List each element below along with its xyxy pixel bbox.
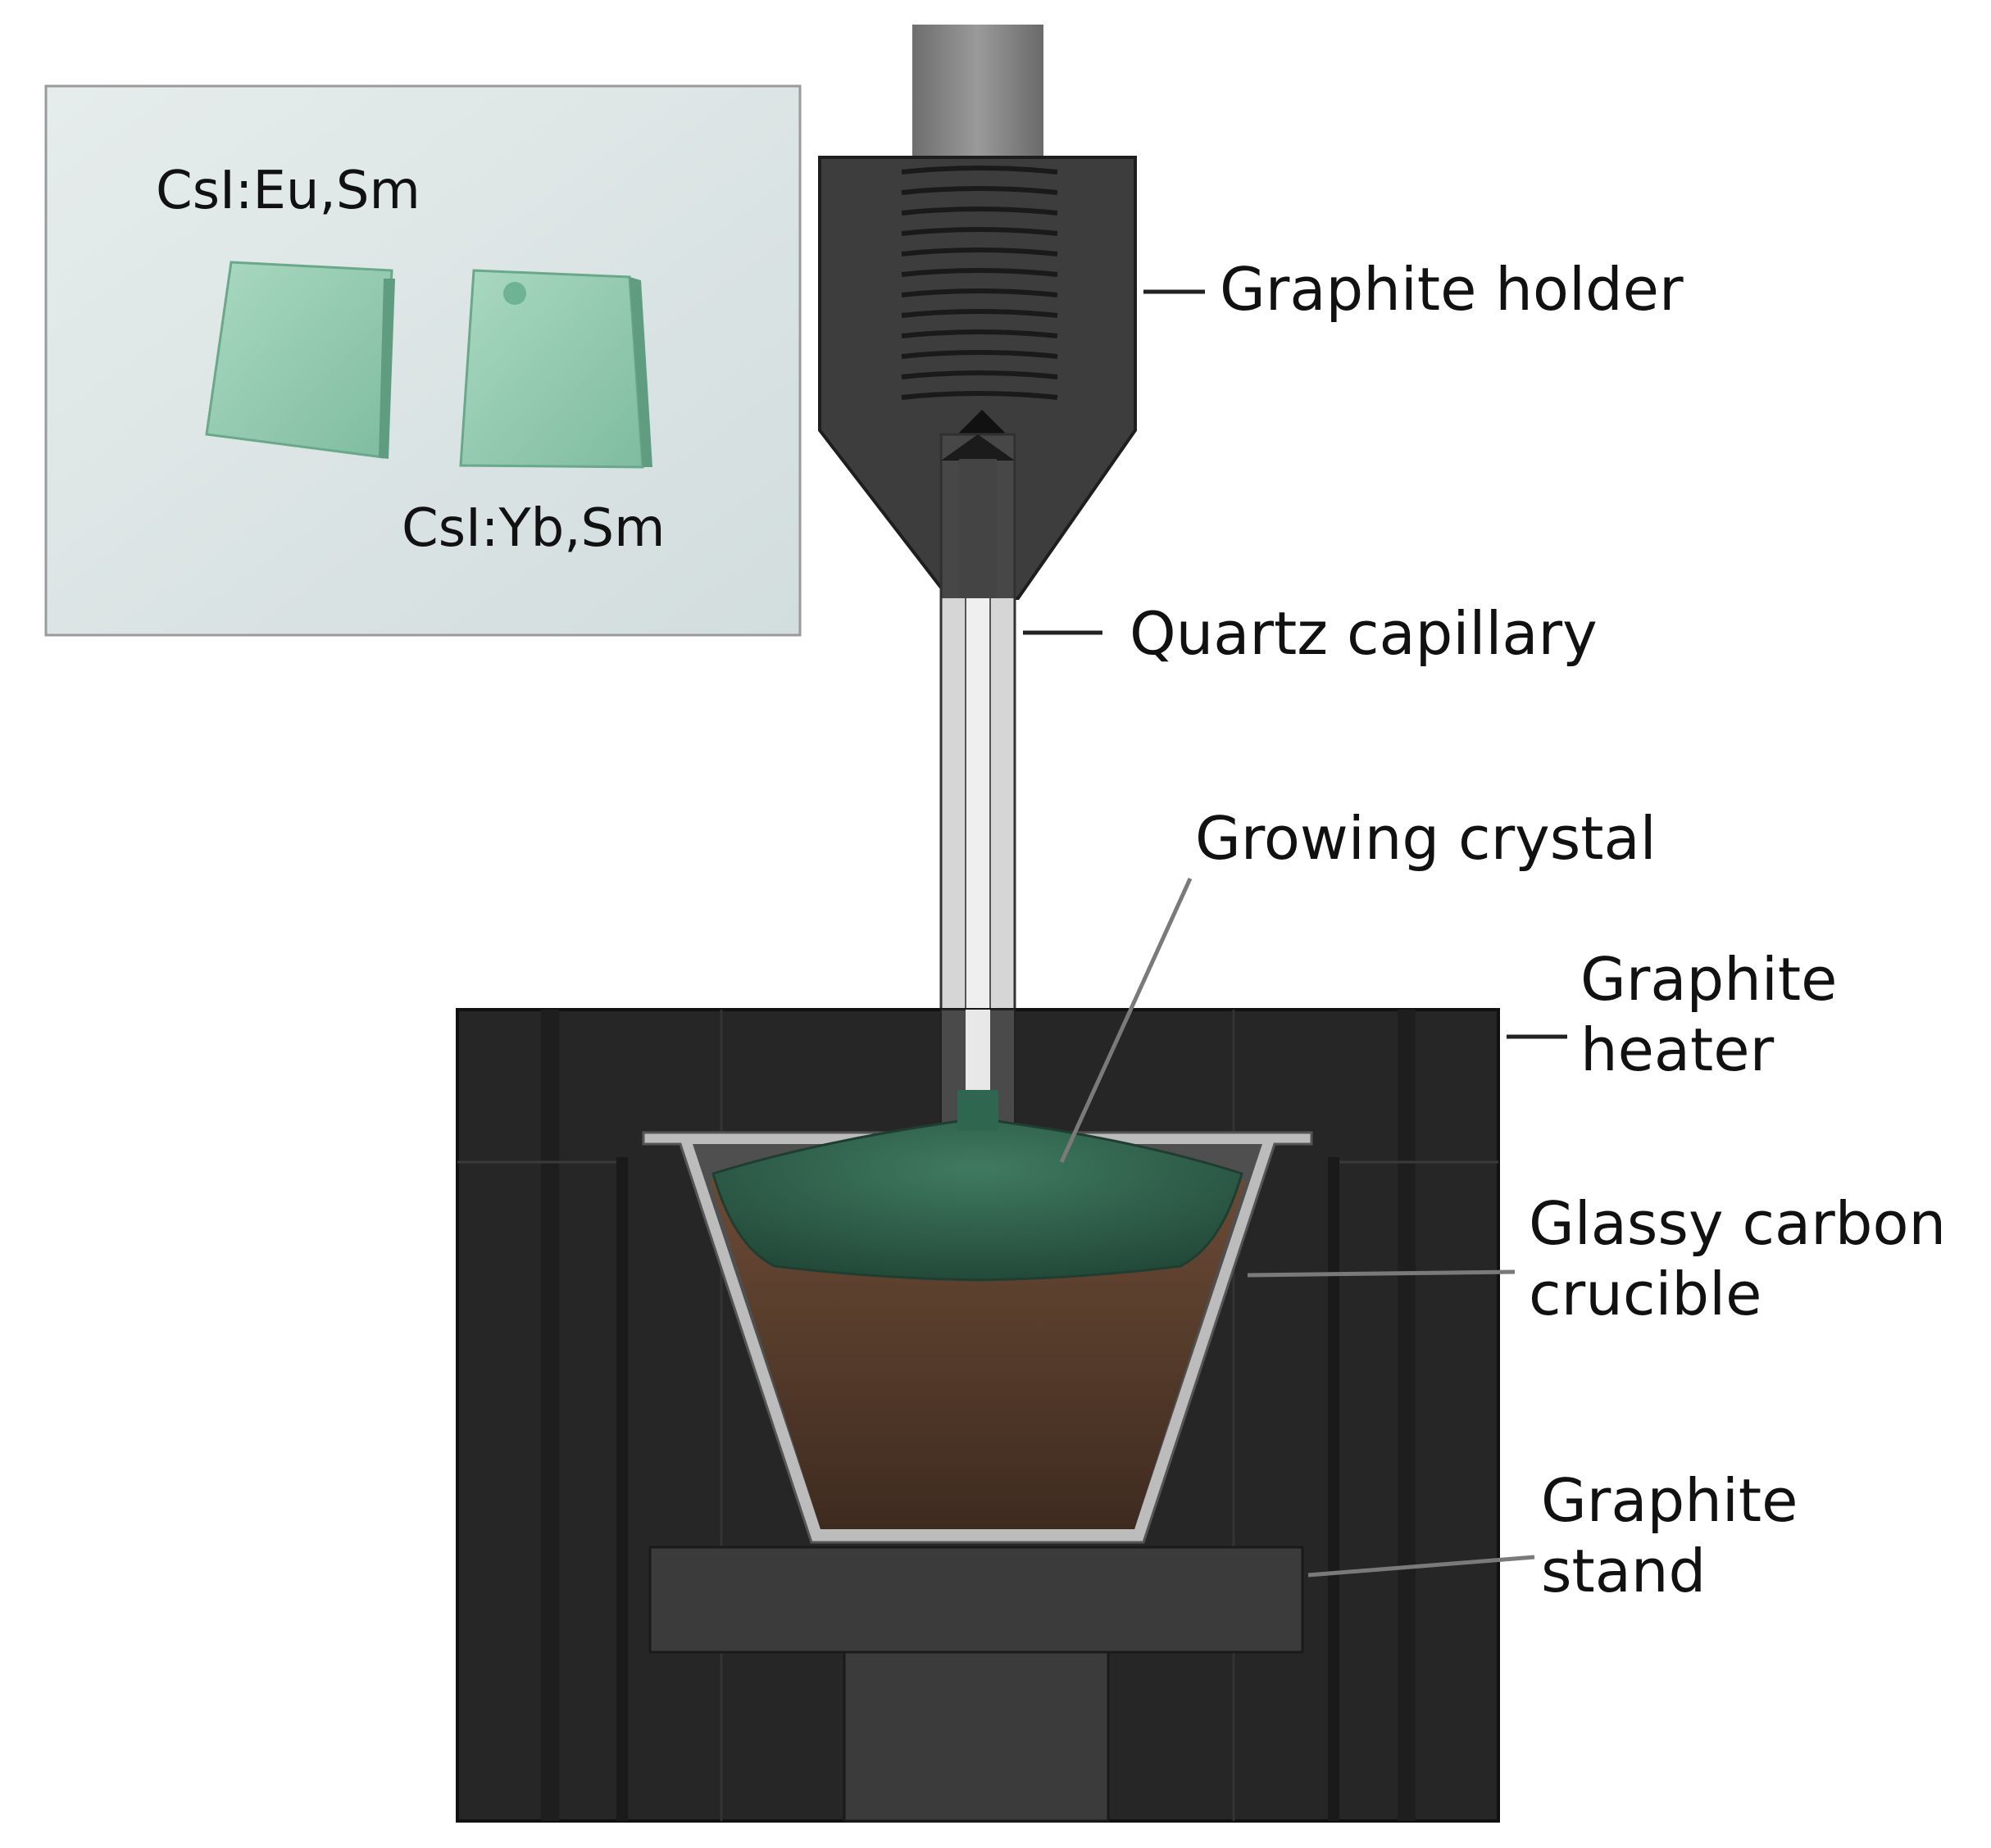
label-quartz-capillary: Quartz capillary — [1130, 599, 1598, 668]
pulling-rod — [912, 25, 1043, 160]
leader-lines — [1023, 289, 1567, 1578]
photo-frame — [44, 84, 802, 637]
leader-glassy-carbon-crucible — [1247, 1269, 1516, 1278]
sample-crystal-eu-sm — [205, 261, 395, 459]
label-graphite-stand: Graphite stand — [1541, 1466, 1798, 1606]
label-graphite-heater: Graphite heater — [1580, 945, 1838, 1085]
glassy-carbon-crucible-body — [642, 1090, 1313, 1544]
graphite-stand-body — [648, 1546, 1304, 1823]
sample-photo — [44, 84, 802, 637]
graphite-holder-body — [818, 156, 1137, 600]
sample-label-eu-sm: CsI:Eu,Sm — [156, 161, 420, 221]
crystal-neck — [957, 1090, 998, 1131]
label-growing-crystal: Growing crystal — [1195, 804, 1657, 873]
capillary-bore — [966, 1010, 990, 1100]
sample-label-yb-sm: CsI:Yb,Sm — [402, 498, 666, 559]
leader-graphite-stand — [1307, 1555, 1535, 1578]
growing-crystal-shape — [711, 1119, 1243, 1282]
holder-thread — [901, 166, 1058, 400]
leader-growing-crystal — [1059, 877, 1193, 1164]
label-glassy-carbon-crucible: Glassy carbon crucible — [1529, 1189, 1947, 1329]
sample-crystal-yb-sm — [459, 269, 652, 469]
sample-chip-mark — [503, 282, 526, 305]
label-graphite-holder: Graphite holder — [1220, 255, 1684, 324]
